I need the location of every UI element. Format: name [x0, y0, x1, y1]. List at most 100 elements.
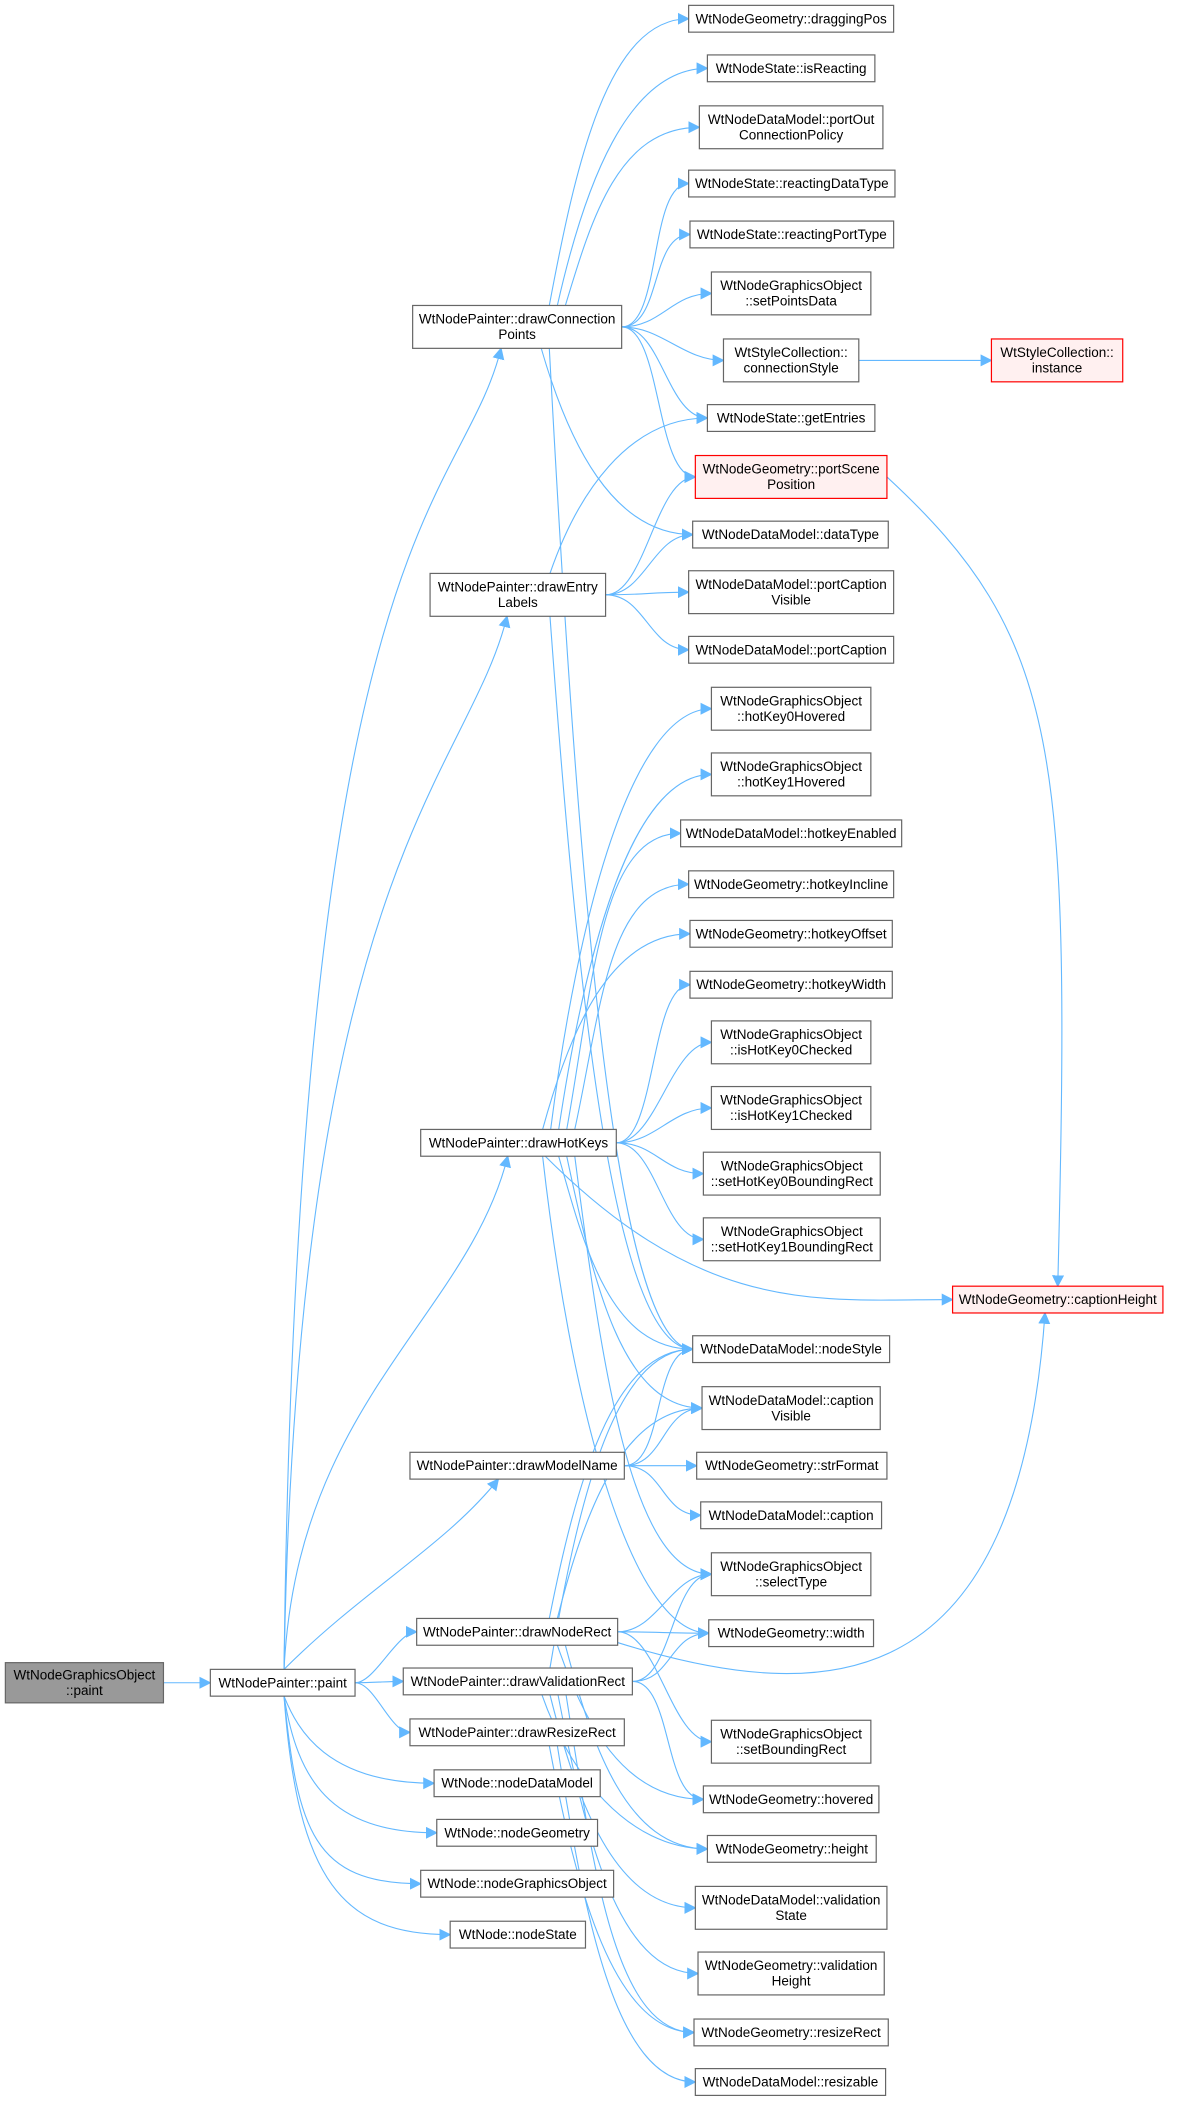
node-strf[interactable]: WtNodeGeometry::strFormat	[696, 1451, 888, 1480]
node-label: WtNode::nodeGeometry	[444, 1825, 590, 1840]
node-label: WtNodePainter::drawModelName	[417, 1458, 618, 1473]
node-dmn[interactable]: WtNodePainter::drawModelName	[409, 1451, 625, 1480]
node-dtype[interactable]: WtNodeDataModel::dataType	[692, 520, 889, 549]
node-root[interactable]: WtNodeGraphicsObject::paint	[4, 1662, 165, 1704]
node-dvr[interactable]: WtNodePainter::drawValidationRect	[402, 1667, 633, 1696]
node-height[interactable]: WtNodeGeometry::height	[706, 1834, 877, 1863]
node-shk0[interactable]: WtNodeGraphicsObject::setHotKey0Bounding…	[702, 1151, 881, 1196]
node-ihk1[interactable]: WtNodeGraphicsObject::isHotKey1Checked	[710, 1085, 872, 1131]
node-rpt[interactable]: WtNodeState::reactingPortType	[689, 220, 895, 249]
node-label: WtNodePainter::drawHotKeys	[429, 1135, 609, 1150]
edge-dcp-to-dtype	[541, 348, 694, 541]
node-shk1[interactable]: WtNodeGraphicsObject::setHotKey1Bounding…	[702, 1217, 881, 1262]
edge-del-to-pcap	[606, 595, 690, 656]
edge-paint-to-dhk	[284, 1155, 511, 1669]
node-label: WtNodeGraphicsObject	[720, 759, 862, 774]
node-isreact[interactable]: WtNodeState::isReacting	[706, 54, 876, 83]
node-dnr[interactable]: WtNodePainter::drawNodeRect	[416, 1617, 619, 1646]
node-box	[688, 635, 895, 664]
node-drr[interactable]: WtNodePainter::drawResizeRect	[409, 1718, 625, 1747]
edge-dhk-to-ihk1	[616, 1101, 713, 1143]
node-box	[688, 570, 895, 615]
node-hov[interactable]: WtNodeGeometry::hovered	[702, 1785, 880, 1814]
node-width[interactable]: WtNodeGeometry::width	[708, 1619, 875, 1648]
edge-dnr-to-sbr	[618, 1632, 713, 1748]
edge-dvr-to-hov	[632, 1681, 705, 1806]
node-hki[interactable]: WtNodeGeometry::hotkeyIncline	[688, 870, 895, 899]
node-label: WtNodeGraphicsObject	[720, 1559, 862, 1574]
node-label: WtNodeGraphicsObject	[720, 1093, 862, 1108]
node-ndm[interactable]: WtNode::nodeDataModel	[433, 1769, 601, 1798]
node-label: WtNodePainter::paint	[219, 1675, 348, 1690]
edge-dcp-to-pocp	[565, 121, 701, 305]
node-label: WtNodeGraphicsObject	[720, 693, 862, 708]
node-dhk[interactable]: WtNodePainter::drawHotKeys	[420, 1128, 617, 1157]
edge-del-to-psp	[606, 470, 697, 595]
edge-dhk-to-hko	[543, 927, 692, 1130]
node-label: WtNodePainter::drawConnection	[419, 312, 616, 327]
node-label: WtNodeGeometry::hotkeyOffset	[696, 926, 887, 941]
node-gent[interactable]: WtNodeState::getEntries	[706, 404, 876, 433]
node-resz[interactable]: WtNodeDataModel::resizable	[694, 2068, 887, 2097]
edge-dvr-to-nstyle	[550, 1343, 694, 1668]
edge-dhk-to-stype	[575, 1156, 713, 1581]
node-box	[722, 338, 860, 383]
node-cstyle[interactable]: WtStyleCollection::connectionStyle	[722, 338, 860, 383]
edge-dmn-to-cap	[624, 1466, 702, 1522]
node-pcap[interactable]: WtNodeDataModel::portCaption	[688, 635, 895, 664]
node-label: WtNodeGeometry::resizeRect	[701, 2025, 881, 2040]
node-hk0h[interactable]: WtNodeGraphicsObject::hotKey0Hovered	[710, 686, 872, 731]
node-ihk0[interactable]: WtNodeGraphicsObject::isHotKey0Checked	[710, 1020, 872, 1065]
node-label: WtNodeGraphicsObject	[720, 1027, 862, 1042]
node-hke[interactable]: WtNodeDataModel::hotkeyEnabled	[680, 819, 903, 848]
node-box	[412, 304, 623, 349]
node-box	[694, 2068, 887, 2097]
edge-dhk-to-capv	[567, 1156, 704, 1415]
node-box	[694, 1885, 888, 1930]
edge-dcp-to-gent	[622, 327, 709, 425]
edge-paint-to-ndm	[284, 1696, 436, 1790]
node-hkw[interactable]: WtNodeGeometry::hotkeyWidth	[689, 970, 893, 999]
node-cap[interactable]: WtNodeDataModel::caption	[700, 1501, 883, 1530]
node-box	[951, 1285, 1164, 1314]
node-rdt[interactable]: WtNodeState::reactingDataType	[688, 169, 896, 198]
edge-paint-to-ns	[284, 1696, 452, 1941]
node-caph[interactable]: WtNodeGeometry::captionHeight	[951, 1285, 1164, 1314]
edge-drr-to-resz	[557, 1746, 697, 2089]
node-hko[interactable]: WtNodeGeometry::hotkeyOffset	[689, 919, 893, 948]
node-stype[interactable]: WtNodeGraphicsObject::selectType	[710, 1552, 872, 1597]
node-label: WtNodeState::reactingPortType	[697, 227, 887, 242]
node-hk1h[interactable]: WtNodeGraphicsObject::hotKey1Hovered	[710, 752, 872, 797]
node-box	[700, 1501, 883, 1530]
edge-dnr-to-stype	[618, 1568, 713, 1632]
node-box	[689, 220, 895, 249]
node-label: WtNodeState::getEntries	[717, 411, 866, 426]
node-paint[interactable]: WtNodePainter::paint	[209, 1668, 356, 1697]
node-rrect[interactable]: WtNodeGeometry::resizeRect	[693, 2018, 889, 2047]
node-nstyle[interactable]: WtNodeDataModel::nodeStyle	[692, 1335, 891, 1364]
node-label: WtNodeGraphicsObject	[13, 1668, 155, 1683]
edge-dcp-to-rpt	[622, 228, 692, 326]
edge-paint-to-ngo	[284, 1696, 422, 1890]
node-label: WtNodeGeometry::captionHeight	[959, 1292, 1157, 1307]
node-label: WtNodeGeometry::validation	[705, 1958, 878, 1973]
node-box	[708, 1619, 875, 1648]
node-label: ::setHotKey1BoundingRect	[711, 1240, 873, 1255]
node-inst[interactable]: WtStyleCollection::instance	[990, 338, 1124, 383]
node-label: WtNodeGeometry::portScene	[703, 462, 880, 477]
edge-paint-to-drr	[355, 1683, 412, 1739]
node-ng[interactable]: WtNode::nodeGeometry	[436, 1818, 599, 1847]
node-dragpos[interactable]: WtNodeGeometry::draggingPos	[688, 4, 895, 33]
node-sbr[interactable]: WtNodeGraphicsObject::setBoundingRect	[710, 1719, 872, 1764]
node-ngo[interactable]: WtNode::nodeGraphicsObject	[420, 1869, 615, 1898]
node-spd[interactable]: WtNodeGraphicsObject::setPointsData	[710, 271, 872, 316]
node-ns[interactable]: WtNode::nodeState	[449, 1920, 587, 1949]
